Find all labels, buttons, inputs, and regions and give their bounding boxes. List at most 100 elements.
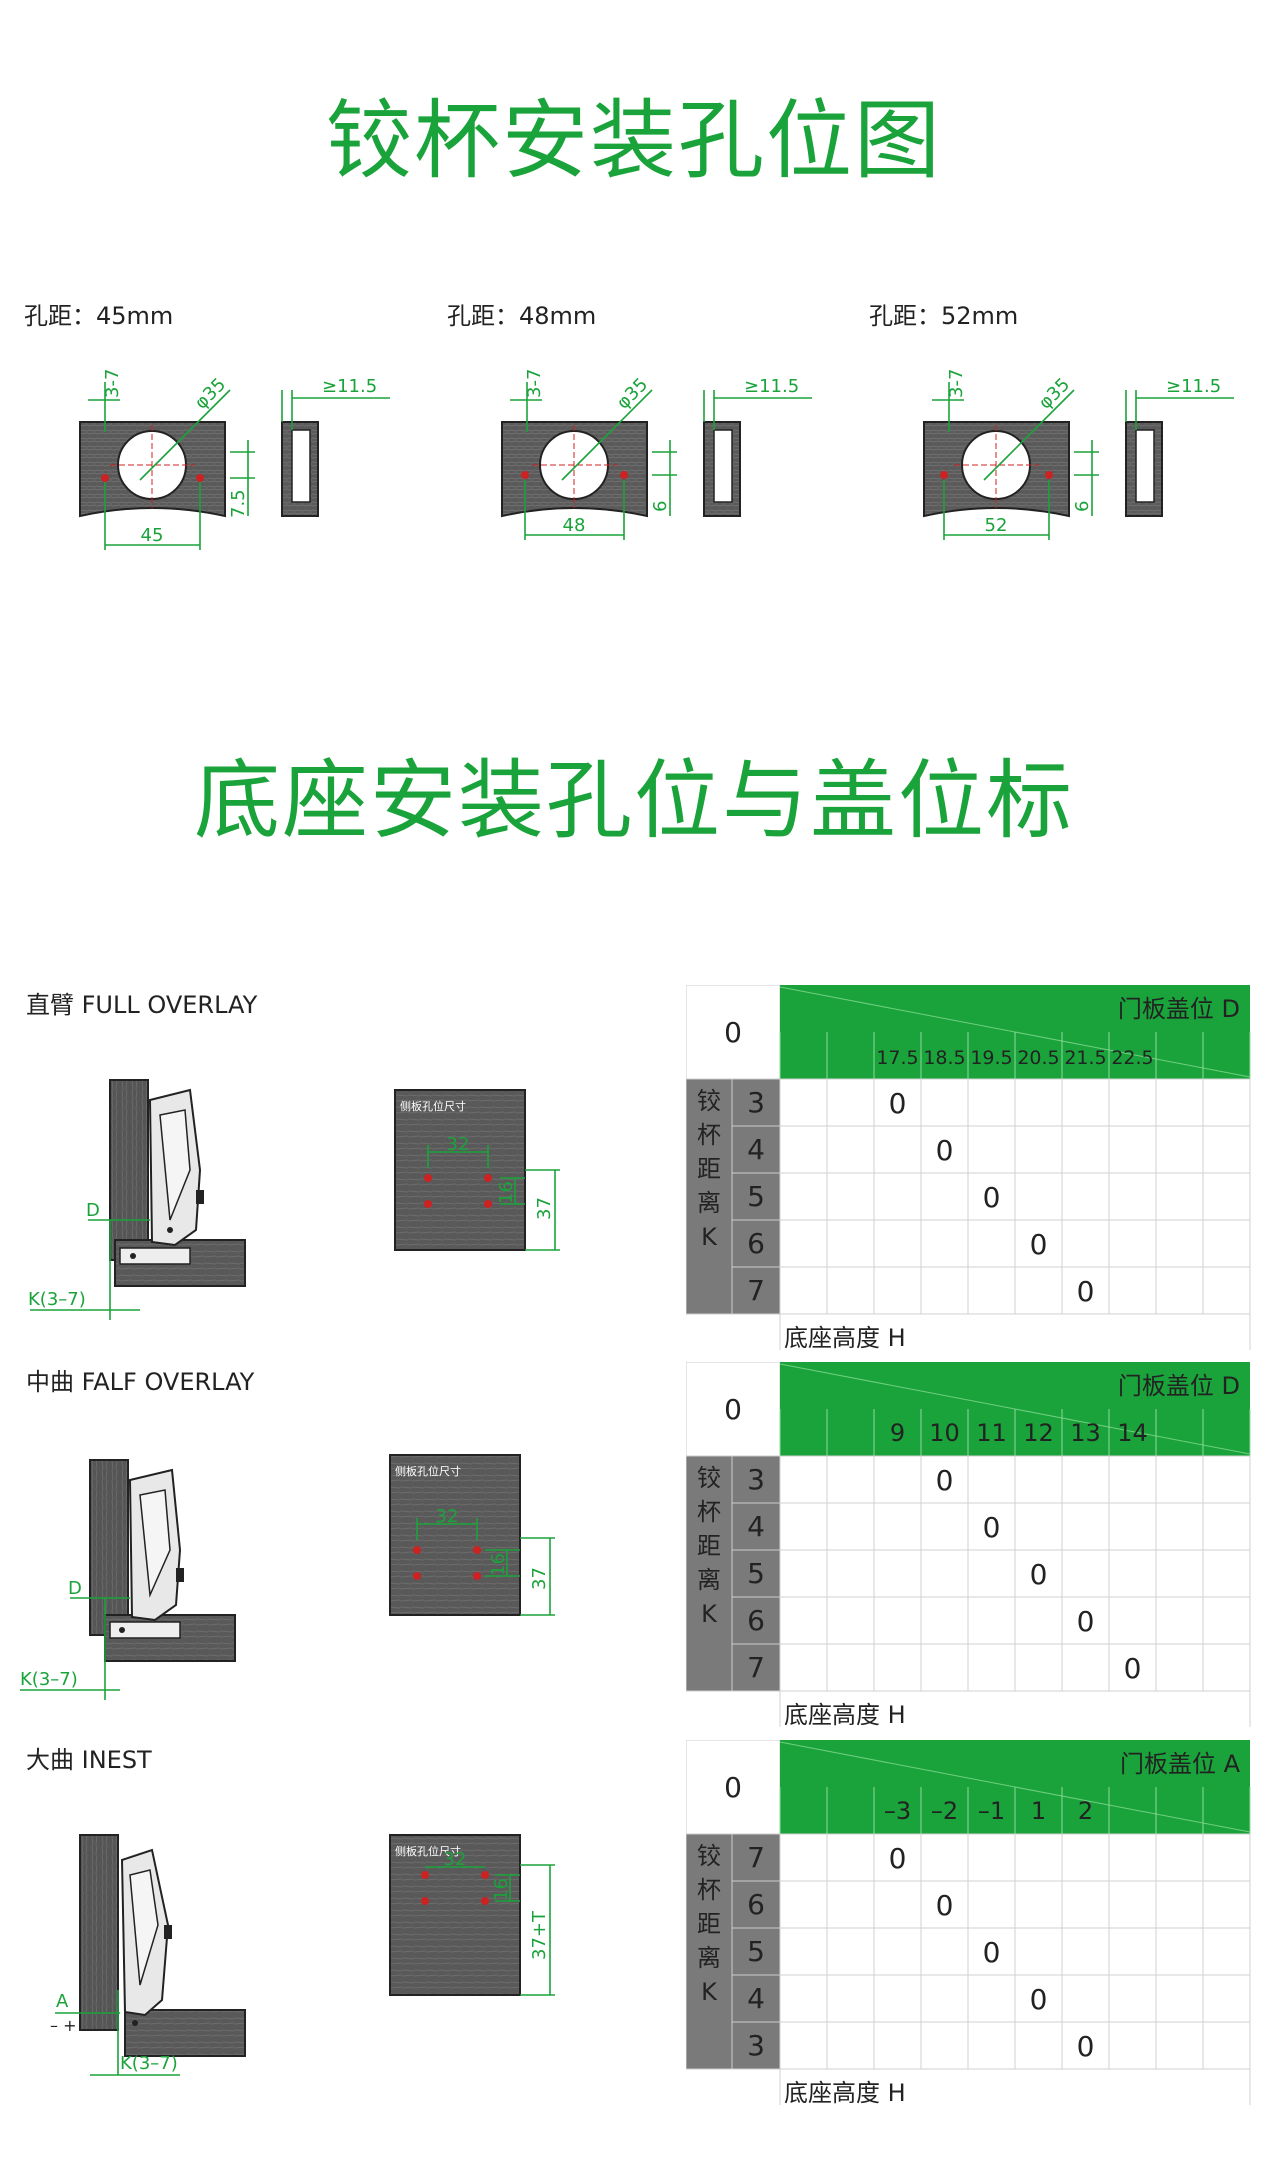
column-header: 14 [1117, 1419, 1148, 1447]
column-header: 10 [929, 1419, 960, 1447]
screw-hole-right [620, 471, 628, 479]
side-title-char: 铰 [697, 1087, 721, 1115]
dim-big-1: 37 [534, 1197, 555, 1220]
row-header: 7 [747, 1274, 765, 1307]
section-label-full: 直臂 FULL OVERLAY [26, 991, 258, 1019]
side-title-char: 杯 [697, 1498, 721, 1526]
row-header: 3 [747, 1086, 765, 1119]
k-label-2: K(3–7) [20, 1669, 78, 1690]
table-cell: 0 [1077, 2030, 1095, 2063]
table-corner: 0 [724, 1393, 742, 1426]
sign-label: – + [50, 2016, 77, 2035]
cup-diagram-45: 3-7 φ35 45 7.5 ≥11.5 [79, 369, 390, 550]
dim-big-2: 37 [529, 1567, 550, 1590]
row-header: 6 [747, 1604, 765, 1637]
row-header: 6 [747, 1227, 765, 1260]
row-header: 4 [747, 1133, 765, 1166]
table-cell: 0 [1030, 1983, 1048, 2016]
column-header: 19.5 [970, 1047, 1012, 1069]
dim-offset-3: 6 [1072, 501, 1093, 512]
side-title-char: 离 [697, 1189, 721, 1217]
hinge-full-overlay: D K(3–7) 侧板孔位尺寸 32 16 37 [28, 1079, 560, 1320]
gap-label-d2: D [68, 1578, 82, 1599]
dim-edge-2: 3-7 [524, 369, 545, 398]
side-title-char: 杯 [697, 1121, 721, 1149]
table-cell: 0 [1077, 1605, 1095, 1638]
dim-diameter-3: φ35 [1035, 374, 1074, 413]
side-title-char: K [701, 1600, 718, 1628]
table-cell: 0 [889, 1842, 907, 1875]
column-header: 13 [1070, 1419, 1101, 1447]
dim-small-2: 16 [488, 1553, 509, 1576]
dim-offset-2: 6 [650, 501, 671, 512]
dim-spacing-2: 48 [563, 515, 586, 536]
column-header: 2 [1078, 1797, 1093, 1825]
dim-diameter-2: φ35 [613, 374, 652, 413]
dim-side-1: ≥11.5 [322, 376, 377, 397]
row-header: 4 [747, 1510, 765, 1543]
plate-caption-2: 侧板孔位尺寸 [395, 1464, 461, 1478]
table-cell: 0 [1030, 1228, 1048, 1261]
table-header: 门板盖位 D [1118, 1372, 1240, 1400]
k-label-3: K(3–7) [120, 2053, 178, 2074]
row-header: 7 [747, 1651, 765, 1684]
gap-label-d1: D [86, 1200, 100, 1221]
dim-spacing-1: 45 [141, 525, 164, 546]
row-header: 5 [747, 1557, 765, 1590]
table-footer: 底座高度 H [784, 1701, 906, 1727]
dim-32-2: 32 [436, 1506, 459, 1527]
dim-big-3: 37+T [529, 1910, 550, 1960]
table-cell: 0 [1030, 1558, 1048, 1591]
column-header: 17.5 [876, 1047, 918, 1069]
dim-small-1: 16 [496, 1181, 517, 1204]
table-header: 门板盖位 D [1118, 995, 1240, 1023]
k-label-1: K(3–7) [28, 1289, 86, 1310]
column-header: 11 [976, 1419, 1007, 1447]
column-header: 12 [1023, 1419, 1054, 1447]
page-title-cup: 铰杯安装孔位图 [326, 91, 942, 191]
column-header: 20.5 [1017, 1047, 1059, 1069]
table-cell: 0 [936, 1889, 954, 1922]
hinge-diagrams: D K(3–7) 侧板孔位尺寸 32 16 37 D K(3–7) 侧板孔位尺寸 [20, 1079, 560, 2076]
screw-hole-right [1045, 471, 1053, 479]
plate-caption-3: 侧板孔位尺寸 [395, 1844, 461, 1858]
table-cell: 0 [936, 1464, 954, 1497]
dim-32-1: 32 [447, 1134, 470, 1155]
table-cell: 0 [889, 1087, 907, 1120]
screw-hole-left [521, 471, 529, 479]
table-footer: 底座高度 H [784, 1324, 906, 1350]
dim-edge-1: 3-7 [102, 369, 123, 398]
cup-diagram-52: 3-7 φ35 52 6 ≥11.5 [923, 369, 1234, 540]
screw-hole-left [101, 474, 109, 482]
row-header: 3 [747, 1463, 765, 1496]
column-header: 18.5 [923, 1047, 965, 1069]
hinge-inset: A – + K(3–7) 侧板孔位尺寸 32 16 37+T [50, 1834, 555, 2076]
column-header: –1 [978, 1797, 1005, 1825]
row-header: 4 [747, 1982, 765, 2015]
table-cell: 0 [936, 1134, 954, 1167]
table-cell: 0 [1124, 1652, 1142, 1685]
dim-side-3: ≥11.5 [1166, 376, 1221, 397]
side-title-char: K [701, 1978, 718, 2006]
table-corner: 0 [724, 1016, 742, 1049]
page-title-base: 底座安装孔位与盖位标 [194, 751, 1074, 851]
dim-diameter-1: φ35 [191, 374, 230, 413]
plate-caption-1: 侧板孔位尺寸 [400, 1099, 466, 1113]
side-title-char: 距 [697, 1155, 721, 1183]
cup-spacing-label-1: 孔距：45mm [24, 302, 174, 330]
row-header: 6 [747, 1888, 765, 1921]
cup-spacing-label-2: 孔距：48mm [447, 302, 597, 330]
cup-hole-diagrams: 3-7 φ35 45 7.5 ≥11.5 3-7 φ35 48 [79, 369, 1234, 550]
table-cell: 0 [1077, 1275, 1095, 1308]
gap-label-a: A [56, 1991, 69, 2012]
dim-edge-3: 3-7 [946, 369, 967, 398]
column-header: 9 [890, 1419, 905, 1447]
dim-side-2: ≥11.5 [744, 376, 799, 397]
row-header: 3 [747, 2029, 765, 2062]
row-header: 5 [747, 1180, 765, 1213]
cup-spacing-label-3: 孔距：52mm [869, 302, 1019, 330]
table-cell: 0 [983, 1181, 1001, 1214]
